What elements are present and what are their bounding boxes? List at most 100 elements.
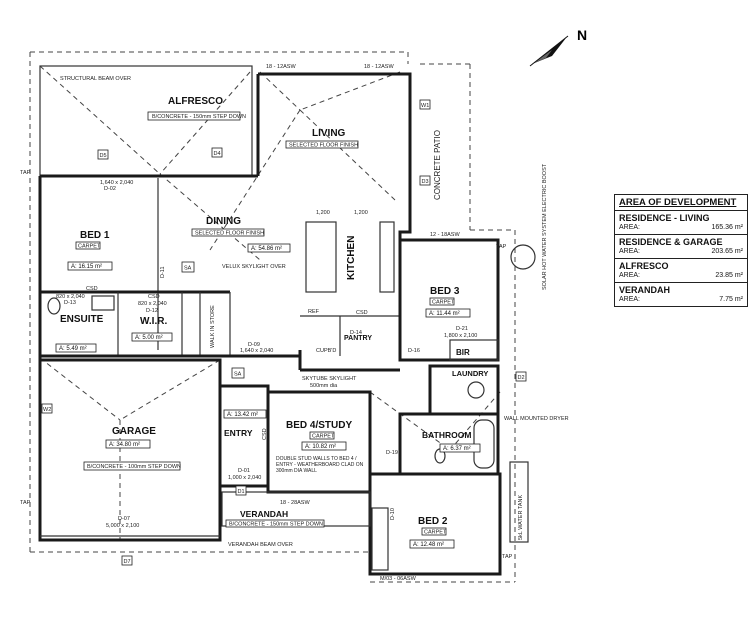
alfresco-note: B/CONCRETE - 150mm STEP DOWN — [152, 114, 246, 120]
dim-1200-b: 1,200 — [354, 210, 368, 216]
area-of-development-table: AREA OF DEVELOPMENT RESIDENCE - LIVING A… — [614, 194, 748, 307]
smoke-alarm-icon: SA SA — [181, 261, 245, 379]
bed3-tag: CARPET — [432, 300, 455, 306]
garage-note: B/CONCRETE - 100mm STEP DOWN — [87, 464, 181, 470]
room-label-alfresco: ALFRESCO — [168, 96, 223, 107]
room-label-bir: BIR — [456, 348, 470, 357]
bed1-area: A: 16.15 m² — [71, 264, 102, 270]
tap-label-2: TAP — [496, 244, 507, 250]
aod-row: VERANDAH AREA:7.75 m² — [619, 285, 743, 303]
door-d09-size: 1,640 x 2,040 — [240, 348, 273, 354]
svg-text:SA: SA — [234, 372, 242, 378]
room-label-pantry: PANTRY — [344, 335, 372, 342]
living-walls — [258, 72, 412, 350]
garage-area: A: 34.80 m² — [109, 442, 140, 448]
washer-icon — [467, 381, 485, 399]
win-d2: D2 — [518, 375, 525, 381]
water-tank-icon — [509, 461, 529, 543]
aod-row: RESIDENCE - LIVING AREA:165.36 m² — [615, 211, 747, 235]
csd-label-4: CSD — [262, 428, 268, 440]
bed4-area: A: 10.82 m² — [305, 444, 336, 450]
room-label-bathroom: BATHROOM — [422, 430, 471, 440]
csd-label-3: CSD — [356, 310, 368, 316]
room-label-garage: GARAGE — [112, 426, 156, 437]
door-d21: D-21 — [456, 326, 468, 332]
aod-row: RESIDENCE & GARAGE AREA:203.65 m² — [615, 235, 747, 259]
bed3-walls — [398, 238, 500, 362]
csd-label-2: CSD — [86, 286, 98, 292]
bathroom-area: A: 6.37 m² — [443, 446, 471, 452]
room-label-verandah: VERANDAH — [240, 509, 288, 519]
living-note: SELECTED FLOOR FINISH — [289, 143, 358, 149]
room-label-wir: W.I.R. — [140, 316, 167, 327]
bed1-tag: CARPET — [78, 244, 101, 250]
bed3-area: A: 11.44 m² — [429, 311, 460, 317]
door-d21-size: 1,800 x 2,100 — [444, 333, 477, 339]
kitchen-island — [305, 221, 337, 293]
cupbd-label: CUPB'D — [316, 348, 336, 354]
room-label-bed2: BED 2 — [418, 516, 448, 527]
velux-label: VELUX SKYLIGHT OVER — [222, 264, 286, 270]
dim-1200-a: 1,200 — [316, 210, 330, 216]
verandah-beam-label: VERANDAH BEAM OVER — [228, 542, 293, 548]
door-d02-size: 1,640 x 2,040 — [100, 180, 133, 186]
dining-note: SELECTED FLOOR FINISH — [195, 231, 264, 237]
room-label-laundry: LAUNDRY — [452, 369, 488, 378]
room-label-ensuite: ENSUITE — [60, 314, 104, 325]
concrete-patio-label: CONCRETE PATIO — [433, 130, 442, 200]
door-d13: D-13 — [64, 300, 76, 306]
door-d01-size: 1,000 x 2,040 — [228, 475, 261, 481]
dryer-label: WALL MOUNTED DRYER — [504, 416, 569, 422]
dining-area: A: 54.86 m² — [251, 246, 282, 252]
tap-label-4: TAP — [502, 554, 513, 560]
aod-row: ALFRESCO AREA:23.85 m² — [615, 259, 747, 283]
door-d19: D-19 — [386, 450, 398, 456]
dim-bottom-1: 18 - 28ASW — [280, 500, 310, 506]
door-d12-size: 820 x 2,040 — [138, 301, 167, 307]
win-d5: D5 — [100, 153, 107, 159]
solar-tank-icon — [510, 244, 536, 270]
ref-label: REF — [308, 309, 320, 315]
door-d07: D-07 — [118, 516, 130, 522]
room-label-dining: DINING — [206, 216, 241, 227]
door-d11: D-11 — [160, 266, 166, 278]
ensuite-vanity-icon — [91, 295, 115, 311]
svg-text:SA: SA — [184, 266, 192, 272]
door-d13-size: 820 x 2,040 — [56, 294, 85, 300]
garage-walls — [38, 358, 222, 542]
dim-top-1: 18 - 12ASW — [266, 64, 296, 70]
solar-label: SOLAR HOT WATER SYSTEM ELECTRIC BOOST — [542, 163, 548, 290]
door-d07-size: 5,000 x 2,100 — [106, 523, 139, 529]
tap-label-3: TAP — [20, 500, 31, 506]
door-d16: D-16 — [408, 348, 420, 354]
room-label-bed4: BED 4/STUDY — [286, 420, 352, 431]
walk-in-store-label: WALK IN STORE — [210, 305, 216, 348]
north-label: N — [577, 27, 587, 43]
win-w2: W2 — [43, 407, 51, 413]
door-d02: D-02 — [104, 186, 116, 192]
aod-title: AREA OF DEVELOPMENT — [615, 195, 747, 211]
skytube-label: SKYTUBE SKYLIGHT — [302, 376, 357, 382]
entry-area: A: 13.42 m² — [227, 412, 258, 418]
double-stud-note: DOUBLE STUD WALLS TO BED 4 / ENTRY - WEA… — [276, 456, 364, 474]
bed4-tag: CARPET — [312, 434, 335, 440]
door-d14: D-14 — [350, 330, 362, 336]
tap-label-1: TAP — [20, 170, 31, 176]
alfresco-outline — [39, 65, 253, 177]
win-d7: D7 — [124, 559, 131, 565]
dim-bottom-2: M/03 - 06ASW — [380, 576, 417, 582]
bed2-tag: CARPET — [424, 530, 447, 536]
door-d10: D-10 — [390, 508, 396, 520]
verandah-note: B/CONCRETE - 150mm STEP DOWN — [229, 522, 323, 528]
skytube-size-label: 500mm dia — [310, 383, 338, 389]
dim-top-2: 18 - 12ASW — [364, 64, 394, 70]
room-label-kitchen: KITCHEN — [346, 236, 357, 280]
win-d3: D3 — [422, 179, 429, 185]
win-d4: D4 — [214, 151, 221, 157]
win-d1: D1 — [238, 489, 245, 495]
dim-bed3: 12 - 18ASW — [430, 232, 460, 238]
bed2-area: A: 12.48 m² — [413, 542, 444, 548]
structural-beam-label: STRUCTURAL BEAM OVER — [60, 76, 131, 82]
wir-area: A: 5.00 m² — [135, 335, 163, 341]
